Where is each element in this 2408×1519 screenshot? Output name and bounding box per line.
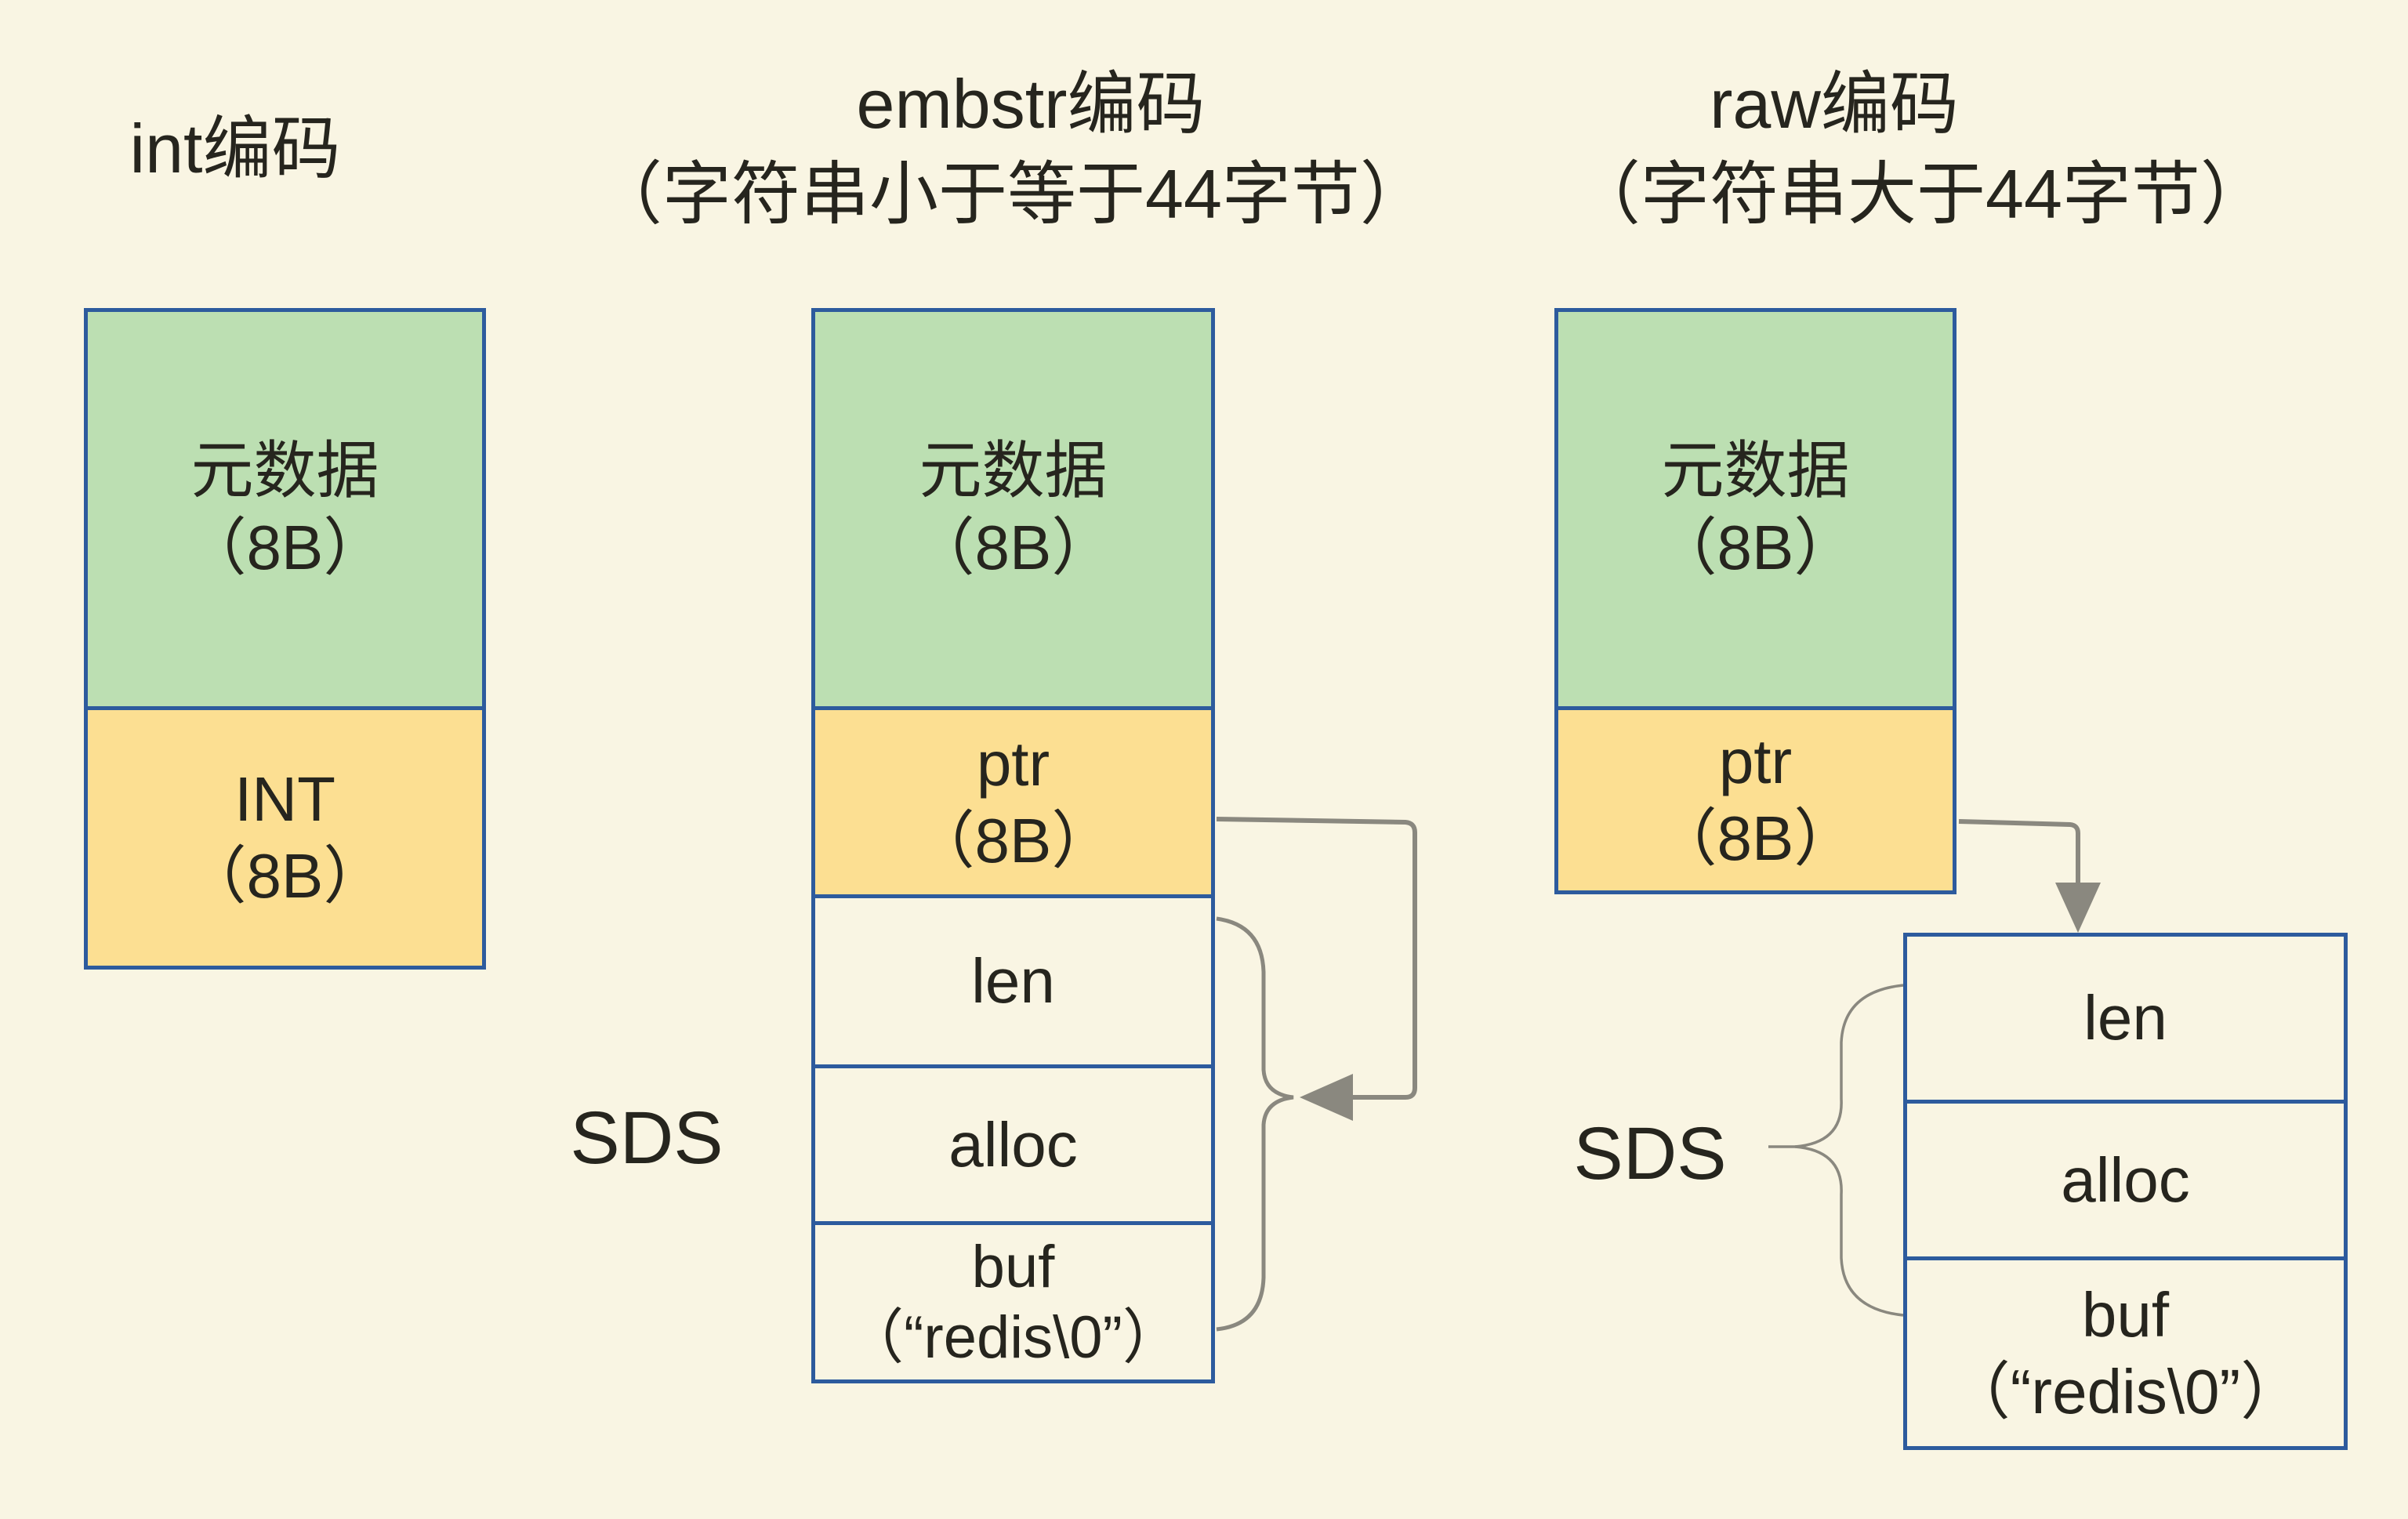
int-value-label: INT [234,764,335,835]
embstr-metadata-label: 元数据 [919,435,1108,506]
raw-ptr-cell: ptr （8B） [1558,710,1953,890]
embstr-ptr-label: ptr [976,728,1050,799]
embstr-metadata-cell: 元数据 （8B） [815,312,1211,710]
title-raw-line1: raw编码 [1710,65,1959,143]
embstr-sds-label: SDS [570,1097,723,1180]
embstr-ptr-arrow [1216,817,1417,1100]
embstr-object-box: 元数据 （8B） ptr （8B） len alloc buf （“redis\… [811,308,1215,1383]
raw-sds-label: SDS [1573,1112,1727,1195]
int-metadata-size: （8B） [183,512,386,582]
int-metadata-label: 元数据 [190,435,379,506]
raw-alloc-cell: alloc [1907,1104,2344,1260]
raw-ptr-size: （8B） [1654,803,1857,873]
raw-ptr-arrowhead-icon [2055,883,2101,933]
raw-metadata-size: （8B） [1654,512,1857,582]
title-embstr-line2: （字符串小于等于44字节） [593,155,1429,233]
embstr-len-label: len [971,946,1055,1017]
raw-buf-cell: buf （“redis\0”） [1907,1260,2344,1446]
raw-sds-box: len alloc buf （“redis\0”） [1903,933,2348,1450]
embstr-len-cell: len [815,898,1211,1068]
raw-metadata-cell: 元数据 （8B） [1558,312,1953,710]
title-raw-line2: （字符串大于44字节） [1572,155,2269,233]
embstr-ptr-cell: ptr （8B） [815,710,1211,898]
raw-ptr-arrow [1958,819,2080,905]
int-object-box: 元数据 （8B） INT （8B） [84,308,486,970]
embstr-alloc-label: alloc [948,1109,1078,1180]
int-metadata-cell: 元数据 （8B） [88,312,482,710]
raw-object-box: 元数据 （8B） ptr （8B） [1554,308,1956,894]
raw-alloc-label: alloc [2061,1144,2190,1215]
raw-len-cell: len [1907,937,2344,1104]
raw-buf-value: （“redis\0”） [1947,1356,2304,1427]
embstr-metadata-size: （8B） [912,512,1115,582]
int-value-size: （8B） [183,841,386,911]
embstr-ptr-arrowhead-icon [1300,1074,1353,1121]
embstr-buf-cell: buf （“redis\0”） [815,1225,1211,1379]
title-embstr-line1: embstr编码 [856,65,1206,143]
embstr-sds-brace-icon [1216,916,1294,1332]
embstr-ptr-size: （8B） [912,805,1115,876]
int-value-cell: INT （8B） [88,710,482,966]
title-int: int编码 [129,110,341,187]
raw-len-label: len [2083,983,2167,1053]
raw-ptr-label: ptr [1718,727,1793,797]
embstr-alloc-cell: alloc [815,1068,1211,1225]
embstr-buf-value: （“redis\0”） [844,1303,1182,1371]
raw-sds-brace-icon [1794,984,1904,1317]
raw-buf-label: buf [2081,1279,2170,1350]
embstr-buf-label: buf [971,1233,1055,1300]
raw-metadata-label: 元数据 [1661,435,1850,506]
